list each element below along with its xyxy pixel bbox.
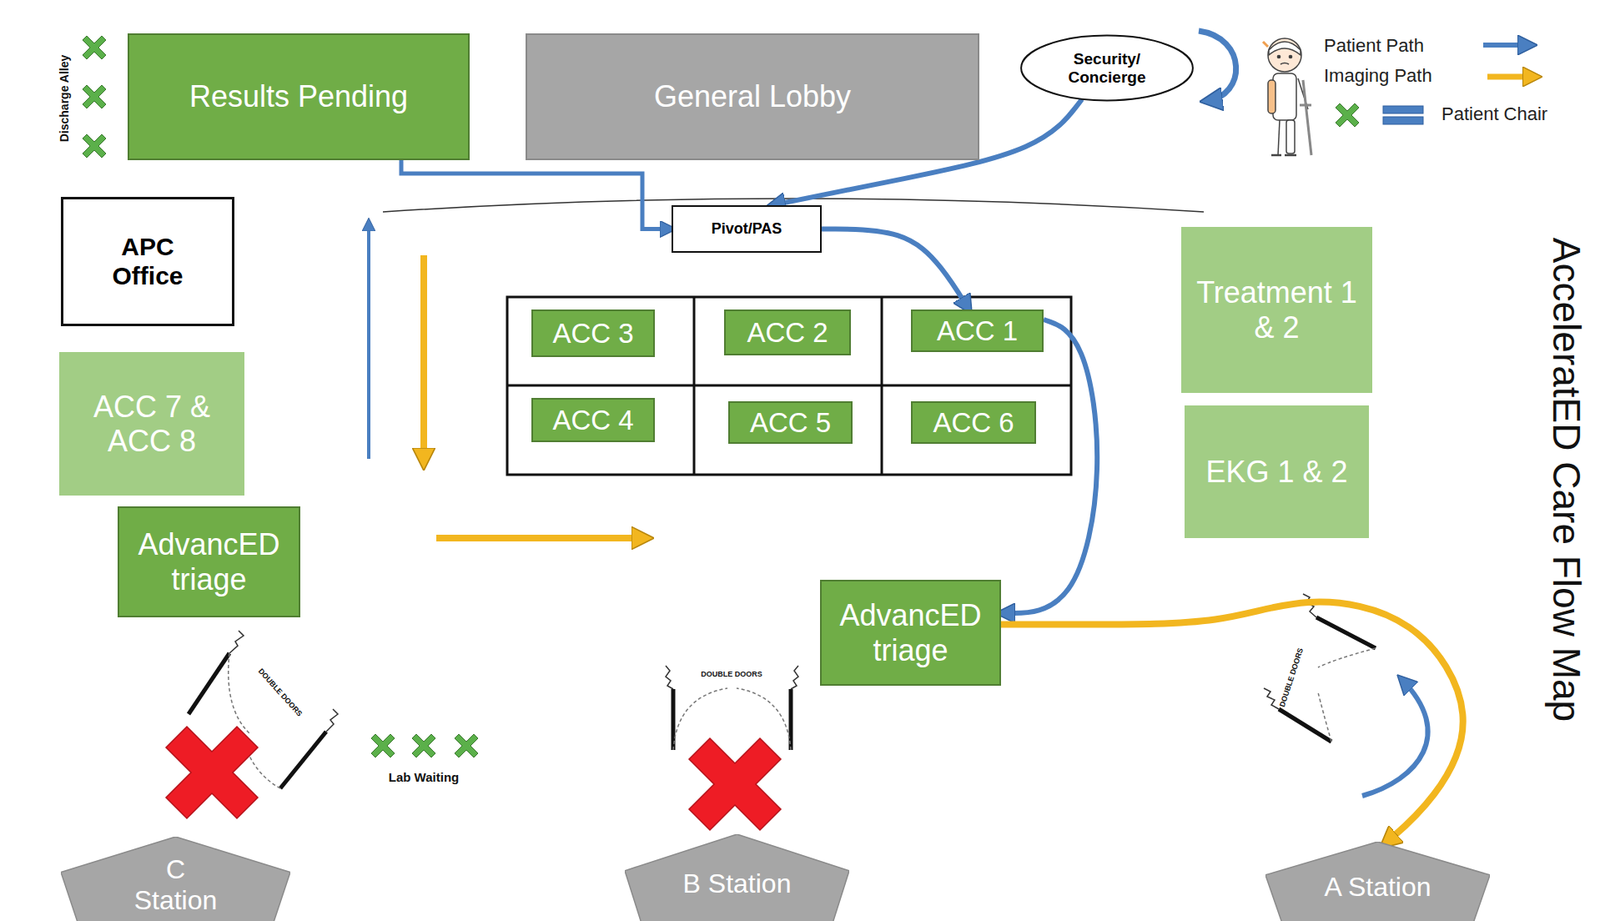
flow-connector <box>821 229 970 311</box>
door-label: DOUBLE DOORS <box>1277 646 1305 708</box>
acc-grid <box>507 296 1072 475</box>
node-text: EKG 1 & 2 <box>1205 454 1348 489</box>
node-text: Treatment 1 & 2 <box>1186 275 1368 345</box>
room-box: ACC 7 & ACC 8 <box>59 352 245 496</box>
room-box: ACC 3 <box>531 309 655 358</box>
room-box: Treatment 1 & 2 <box>1181 226 1373 393</box>
triage-box: AdvancED triage <box>820 579 1002 686</box>
node-text: Pivot/PAS <box>711 220 783 238</box>
triage-box: AdvancED triage <box>117 506 301 618</box>
node-text: ACC 3 <box>552 317 634 350</box>
legend-line-sample <box>1487 74 1537 81</box>
node-text: ACC 5 <box>749 407 831 439</box>
node-text: AdvancED triage <box>124 527 294 597</box>
node-text: ACC 6 <box>932 407 1014 439</box>
office-box: APC Office <box>60 196 235 327</box>
node-text: ACC 1 <box>936 315 1018 348</box>
imaging-path-arrow <box>420 255 428 464</box>
station-pentagon: B Station <box>624 834 850 921</box>
patient-path-arrow <box>1362 679 1429 796</box>
node-text: ACC 7 & ACC 8 <box>64 389 240 459</box>
station-pentagon: C Station <box>60 836 291 921</box>
node-text: ACC 4 <box>552 404 634 437</box>
area-box: Results Pending <box>127 33 470 161</box>
room-box: ACC 1 <box>910 309 1044 353</box>
room-box: ACC 2 <box>724 309 851 356</box>
station-pentagon: A Station <box>1265 841 1490 921</box>
double-doors <box>665 665 799 831</box>
node-text: ACC 2 <box>746 316 828 349</box>
node-text: A Station <box>1323 871 1431 903</box>
double-doors <box>166 630 338 819</box>
patient-path-arrow <box>367 221 371 459</box>
imaging-path-arrow <box>436 534 648 542</box>
legend-text: Patient Path <box>1323 35 1424 57</box>
room-box: ACC 6 <box>910 401 1037 444</box>
diagram-title: AcceleratED Care Flow Map <box>1544 237 1590 722</box>
node-text: C Station <box>121 854 231 916</box>
door-label: DOUBLE DOORS <box>700 669 763 679</box>
node-text: Results Pending <box>189 79 408 114</box>
room-box: ACC 4 <box>531 397 655 443</box>
double-doors <box>1263 593 1376 742</box>
flow-connector <box>1001 319 1097 614</box>
node-text: Security/ Concierge <box>1052 50 1162 87</box>
node-text: APC Office <box>93 232 202 291</box>
patient-illustration <box>1262 38 1312 156</box>
area-box: General Lobby <box>525 33 980 161</box>
legend-chair-sample <box>1335 103 1424 127</box>
desk-box: Pivot/PAS <box>671 205 822 253</box>
room-box: ACC 5 <box>728 401 853 444</box>
node-text: AdvancED triage <box>826 598 995 668</box>
door-label: DOUBLE DOORS <box>256 666 305 718</box>
patient-chair <box>371 734 478 758</box>
node-text: General Lobby <box>654 79 851 114</box>
node-text: B Station <box>683 868 792 900</box>
flow-connector <box>1001 602 1464 845</box>
area-label: Lab Waiting <box>388 769 459 785</box>
desk-ellipse: Security/ Concierge <box>1019 34 1195 102</box>
legend-text: Imaging Path <box>1323 65 1433 87</box>
patient-path-arrow <box>1198 30 1237 101</box>
flow-connector <box>401 160 672 230</box>
area-label: Discharge Alley <box>57 55 71 143</box>
legend-line-sample <box>1483 42 1532 48</box>
patient-chair <box>82 35 106 158</box>
room-box: EKG 1 & 2 <box>1184 405 1369 539</box>
legend-text: Patient Chair <box>1441 103 1548 126</box>
